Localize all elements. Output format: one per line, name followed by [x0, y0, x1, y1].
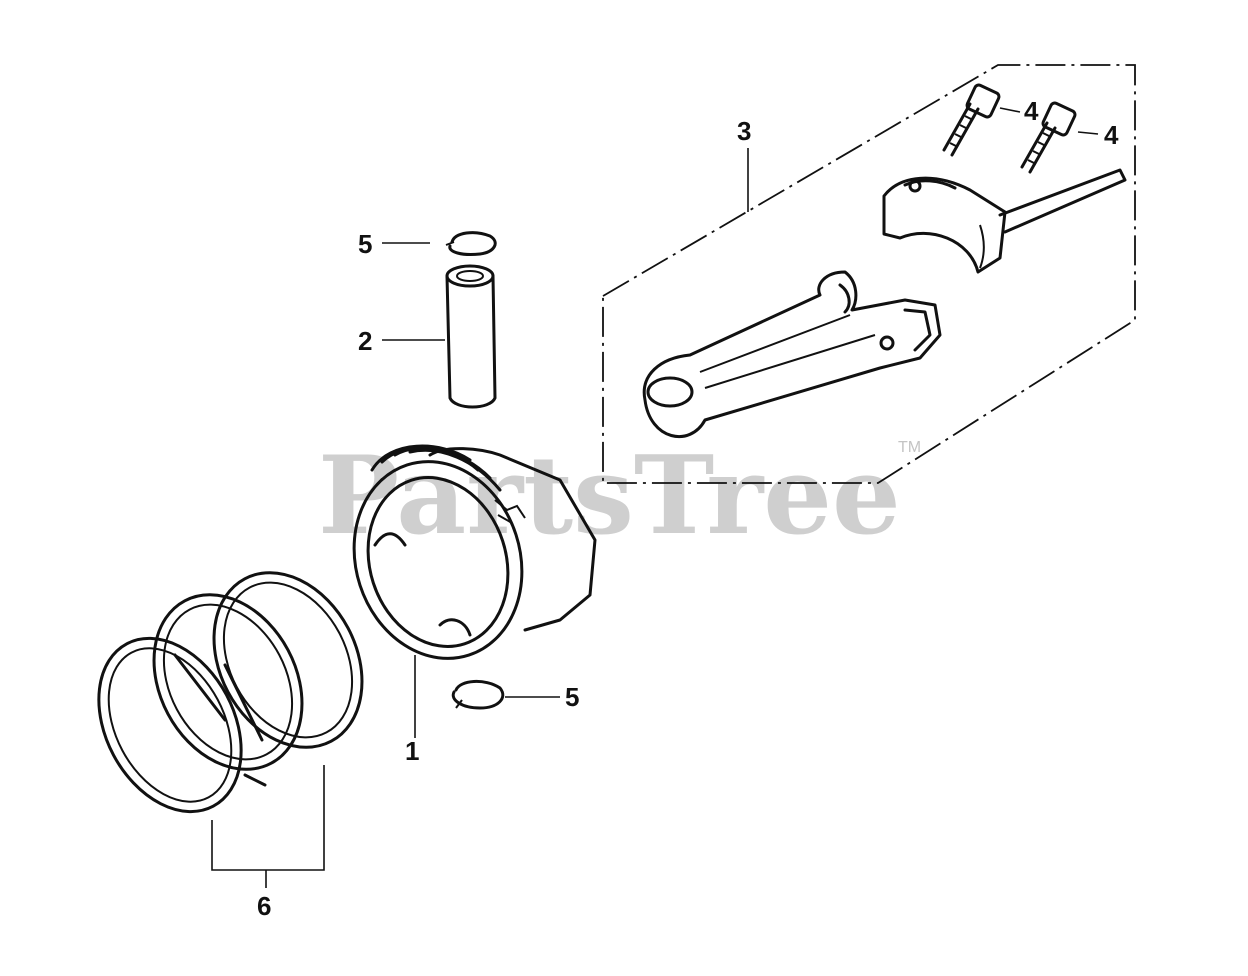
piston[interactable] — [329, 440, 597, 681]
callout-3: 3 — [737, 116, 751, 146]
rod-bolt-right[interactable] — [1020, 101, 1077, 174]
piston-pin-clip-bottom[interactable] — [451, 680, 505, 710]
callout-2: 2 — [358, 326, 372, 356]
connecting-rod[interactable] — [642, 270, 942, 438]
watermark-tm: TM — [898, 439, 921, 456]
callout-4a: 4 — [1024, 96, 1039, 126]
leader-lines — [211, 107, 1099, 888]
callout-1: 1 — [405, 736, 419, 766]
callout-4b: 4 — [1104, 120, 1119, 150]
watermark-text: PartsTree — [318, 433, 901, 559]
connecting-rod-cap[interactable] — [882, 168, 1127, 274]
connecting-rod-assembly-box — [602, 64, 1136, 484]
callout-6: 6 — [257, 891, 271, 921]
callout-5b: 5 — [565, 682, 579, 712]
callout-5a: 5 — [358, 229, 372, 259]
piston-ring-middle[interactable] — [125, 569, 331, 795]
piston-ring-outer[interactable] — [185, 547, 391, 773]
piston-pin[interactable] — [445, 264, 497, 409]
piston-pin-clip-top[interactable] — [445, 231, 497, 256]
rod-bolt-left[interactable] — [942, 83, 1001, 157]
piston-ring-inner[interactable] — [70, 614, 269, 837]
